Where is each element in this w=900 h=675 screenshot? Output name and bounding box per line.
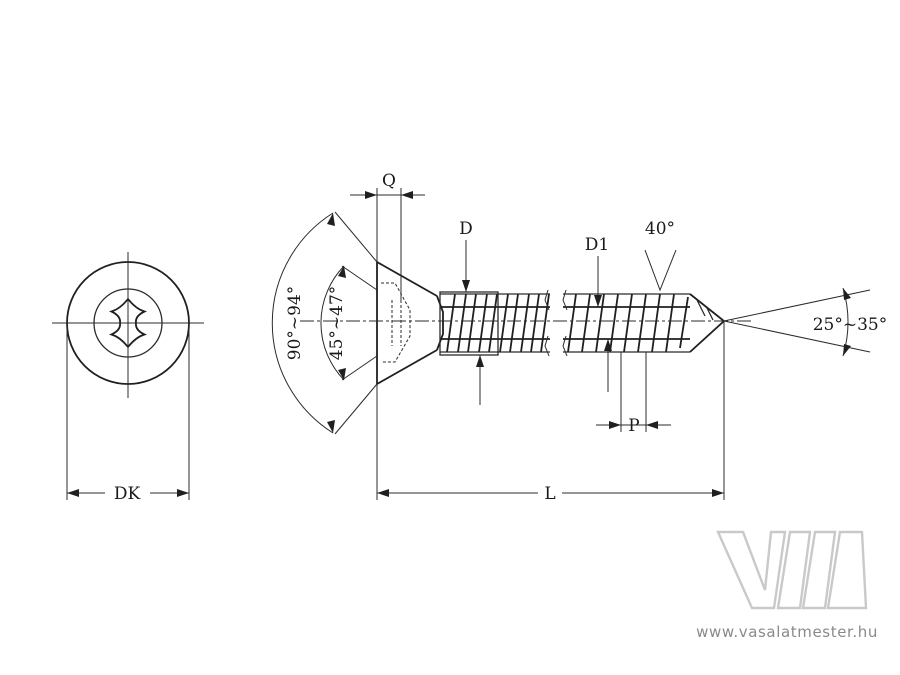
head-angle-dimensions: 90°~94° 45°~47° — [271, 211, 378, 435]
logo-bar-2 — [801, 530, 837, 610]
inner-angle-ext-top — [341, 265, 378, 291]
break-mark-left — [544, 289, 550, 357]
p-arrow-right — [646, 421, 658, 429]
site-url: www.vasalatmester.hu — [696, 623, 878, 641]
inner-angle-label: 45°~47° — [327, 286, 347, 361]
d1-arrow-bottom — [604, 339, 612, 351]
point-angle-arrow-top — [843, 288, 851, 300]
d-label: D — [459, 219, 473, 239]
l-label: L — [544, 484, 555, 504]
thread-angle-lines — [644, 249, 677, 292]
logo-v — [716, 530, 787, 610]
head-chamfer-top — [376, 261, 438, 297]
point-angle-dimension: 25°~35° — [300, 287, 888, 357]
inner-angle-ext-bottom — [341, 355, 378, 381]
d-arrow-top — [462, 280, 470, 292]
point-thread — [696, 299, 714, 321]
outer-angle-ext-bottom — [334, 383, 378, 435]
dk-arrow-left — [67, 489, 79, 497]
screw-point — [689, 293, 726, 353]
point-angle-label: 25°~35° — [813, 315, 888, 335]
q-label: Q — [382, 171, 396, 191]
q-dimension: Q — [350, 171, 425, 300]
d1-arrow-top — [594, 295, 602, 307]
p-arrow-left — [609, 421, 621, 429]
dk-arrow-right — [177, 489, 189, 497]
l-arrow-right — [712, 489, 724, 497]
d-arrow-bottom — [476, 355, 484, 367]
p-label: P — [628, 416, 639, 436]
head-end-view: DK — [52, 252, 204, 504]
q-arrow-left — [365, 191, 377, 199]
d1-dimension: D1 — [585, 235, 612, 392]
thread-angle-dimension: 40° — [644, 219, 677, 292]
inner-angle-arrow-bottom — [338, 368, 346, 380]
d-dimension: D — [459, 219, 484, 405]
screw-head-side — [376, 261, 444, 385]
p-dimension: P — [596, 352, 671, 436]
dk-label: DK — [114, 484, 141, 504]
outer-angle-arrow-bottom — [327, 420, 335, 433]
inner-angle-arc — [320, 265, 345, 381]
thread-flanks-left — [440, 293, 550, 353]
threaded-shank-left — [439, 289, 550, 357]
d1-label: D1 — [585, 235, 609, 255]
thread-flanks-right — [563, 293, 690, 353]
outer-angle-ext-top — [334, 211, 378, 263]
outer-angle-arrow-top — [327, 213, 335, 226]
recess-hidden-lines — [381, 282, 411, 363]
outer-angle-arc — [271, 212, 334, 434]
point-angle-arrow-bottom — [843, 344, 851, 356]
outer-angle-label: 90°~94° — [285, 286, 305, 361]
thread-angle-label: 40° — [645, 219, 675, 239]
logo-bar-1 — [776, 530, 812, 610]
l-arrow-left — [377, 489, 389, 497]
inner-angle-arrow-top — [338, 266, 346, 278]
d-dimension-box — [439, 291, 499, 356]
break-mark-right — [562, 289, 568, 357]
head-chamfer-bottom — [376, 349, 438, 385]
l-dimension: L — [376, 321, 725, 504]
q-arrow-right — [401, 191, 413, 199]
logo-bar-3 — [826, 530, 868, 610]
vm-logo: www.vasalatmester.hu — [696, 530, 878, 641]
threaded-shank-right — [562, 289, 726, 357]
